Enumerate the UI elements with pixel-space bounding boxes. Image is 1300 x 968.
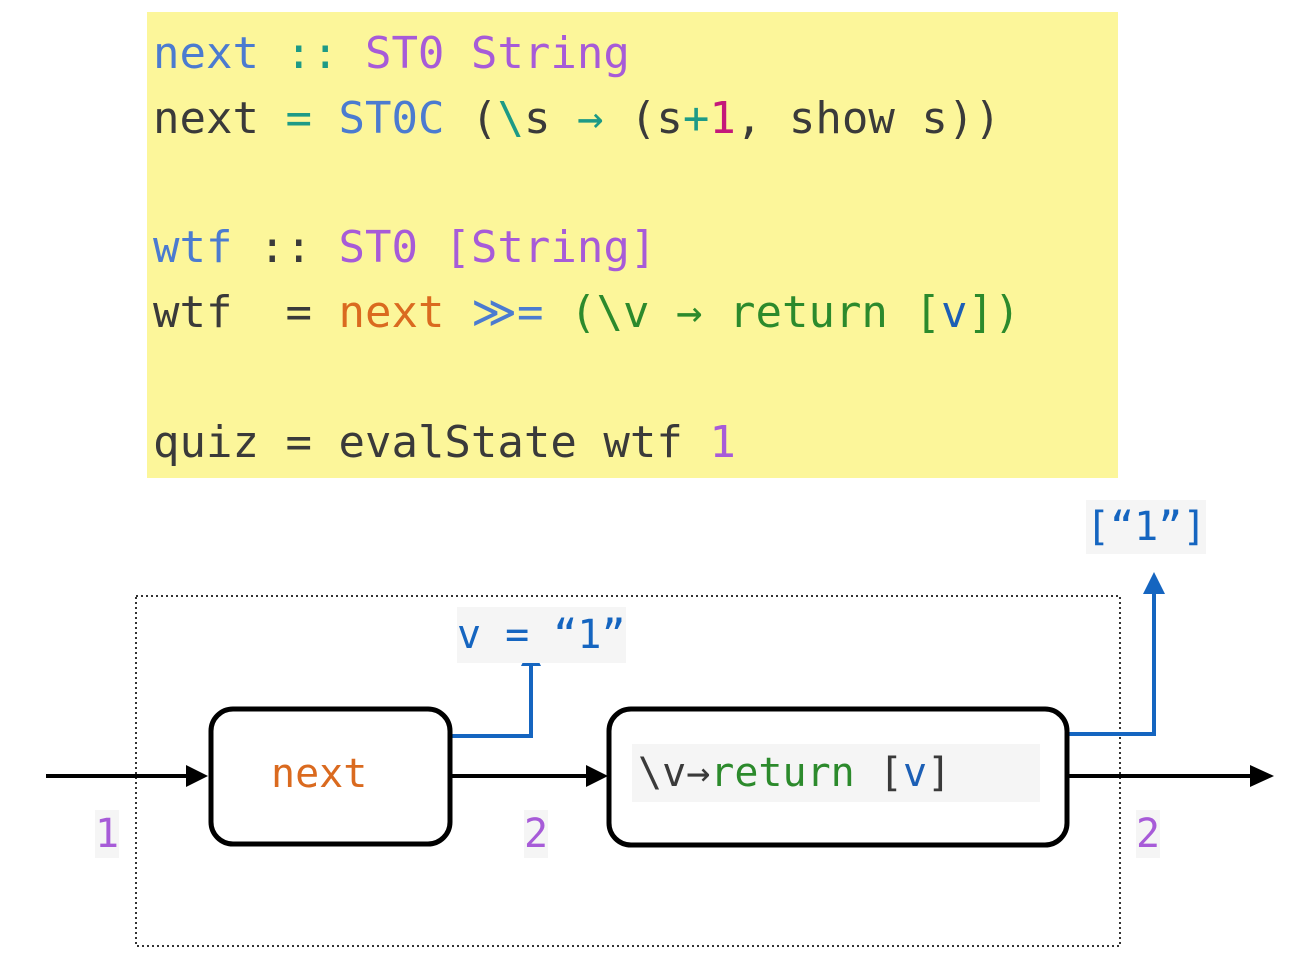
identifier-next: next — [153, 93, 259, 144]
type-st0-string: ST0 String — [364, 28, 630, 79]
identifier-quiz: quiz — [153, 417, 259, 468]
state-mid-number: 2 — [524, 810, 549, 858]
state-mid-arrowhead — [586, 765, 608, 787]
code-line-next-definition: next = ST0C (\s → (s+1, show s)) — [153, 91, 1001, 147]
lambda-box-label: \v→return [v] — [638, 749, 951, 797]
identifier-wtf: wtf — [153, 222, 233, 273]
bind-operator: ≫= — [470, 287, 544, 338]
arrow: → — [675, 287, 703, 338]
identifier-next: next — [153, 28, 259, 79]
literal-one: 1 — [709, 93, 736, 144]
lambda-open: (\v — [570, 287, 650, 338]
equals-sign: = — [285, 287, 312, 338]
var-v: v — [940, 287, 968, 338]
wtf-frame — [135, 595, 1121, 947]
result-arrow — [1068, 592, 1156, 736]
equals-sign: = — [285, 93, 312, 144]
identifier-wtf: wtf — [153, 287, 233, 338]
result-arrowhead — [1143, 572, 1165, 594]
type-operator: :: — [258, 222, 312, 273]
call-next: next — [338, 287, 445, 338]
state-out-number: 2 — [1136, 810, 1161, 858]
value-v-label: v = “1” — [457, 607, 626, 663]
code-line-wtf-signature: wtf :: ST0 [String] — [153, 220, 656, 276]
lambda-var-s: s — [523, 93, 551, 144]
paren-open: ( — [470, 93, 498, 144]
lambda-arrow: → — [686, 750, 711, 796]
list-close: ] — [927, 750, 952, 796]
tuple-rest: , show s)) — [735, 93, 1001, 144]
var-v: v — [902, 750, 928, 796]
lambda-label-bg — [632, 744, 1040, 802]
result-label: [“1”] — [1086, 500, 1207, 554]
lambda-backslash: \ — [497, 93, 524, 144]
type-operator: :: — [285, 28, 339, 79]
next-box — [208, 706, 453, 847]
type-st0-list-string: ST0 [String] — [338, 222, 657, 273]
state-in-number: 1 — [95, 810, 120, 858]
arrow: → — [576, 93, 604, 144]
keyword-return: return — [728, 287, 888, 338]
code-line-quiz: quiz = evalState wtf 1 — [153, 415, 736, 471]
code-line-wtf-definition: wtf = next ≫= (\v → return [v]) — [153, 285, 1020, 341]
lambda-backslash-v: \v — [638, 750, 687, 796]
state-out-arrowhead — [1250, 765, 1274, 787]
code-panel — [147, 12, 1118, 478]
keyword-return: return — [710, 750, 855, 796]
list-close: ]) — [967, 287, 1021, 338]
list-open: [ — [878, 750, 903, 796]
constructor-st0c: ST0C — [338, 93, 445, 144]
state-in-arrowhead — [186, 765, 208, 787]
tuple-open: (s — [629, 93, 683, 144]
value-v-arrow — [450, 662, 533, 738]
literal-one: 1 — [709, 417, 736, 468]
code-line-next-signature: next :: ST0 String — [153, 26, 630, 82]
call-evalstate: evalState wtf — [338, 417, 683, 468]
equals-sign: = — [285, 417, 312, 468]
plus-operator: + — [682, 93, 710, 144]
next-box-label: next — [271, 751, 368, 797]
list-open: [ — [914, 287, 941, 338]
